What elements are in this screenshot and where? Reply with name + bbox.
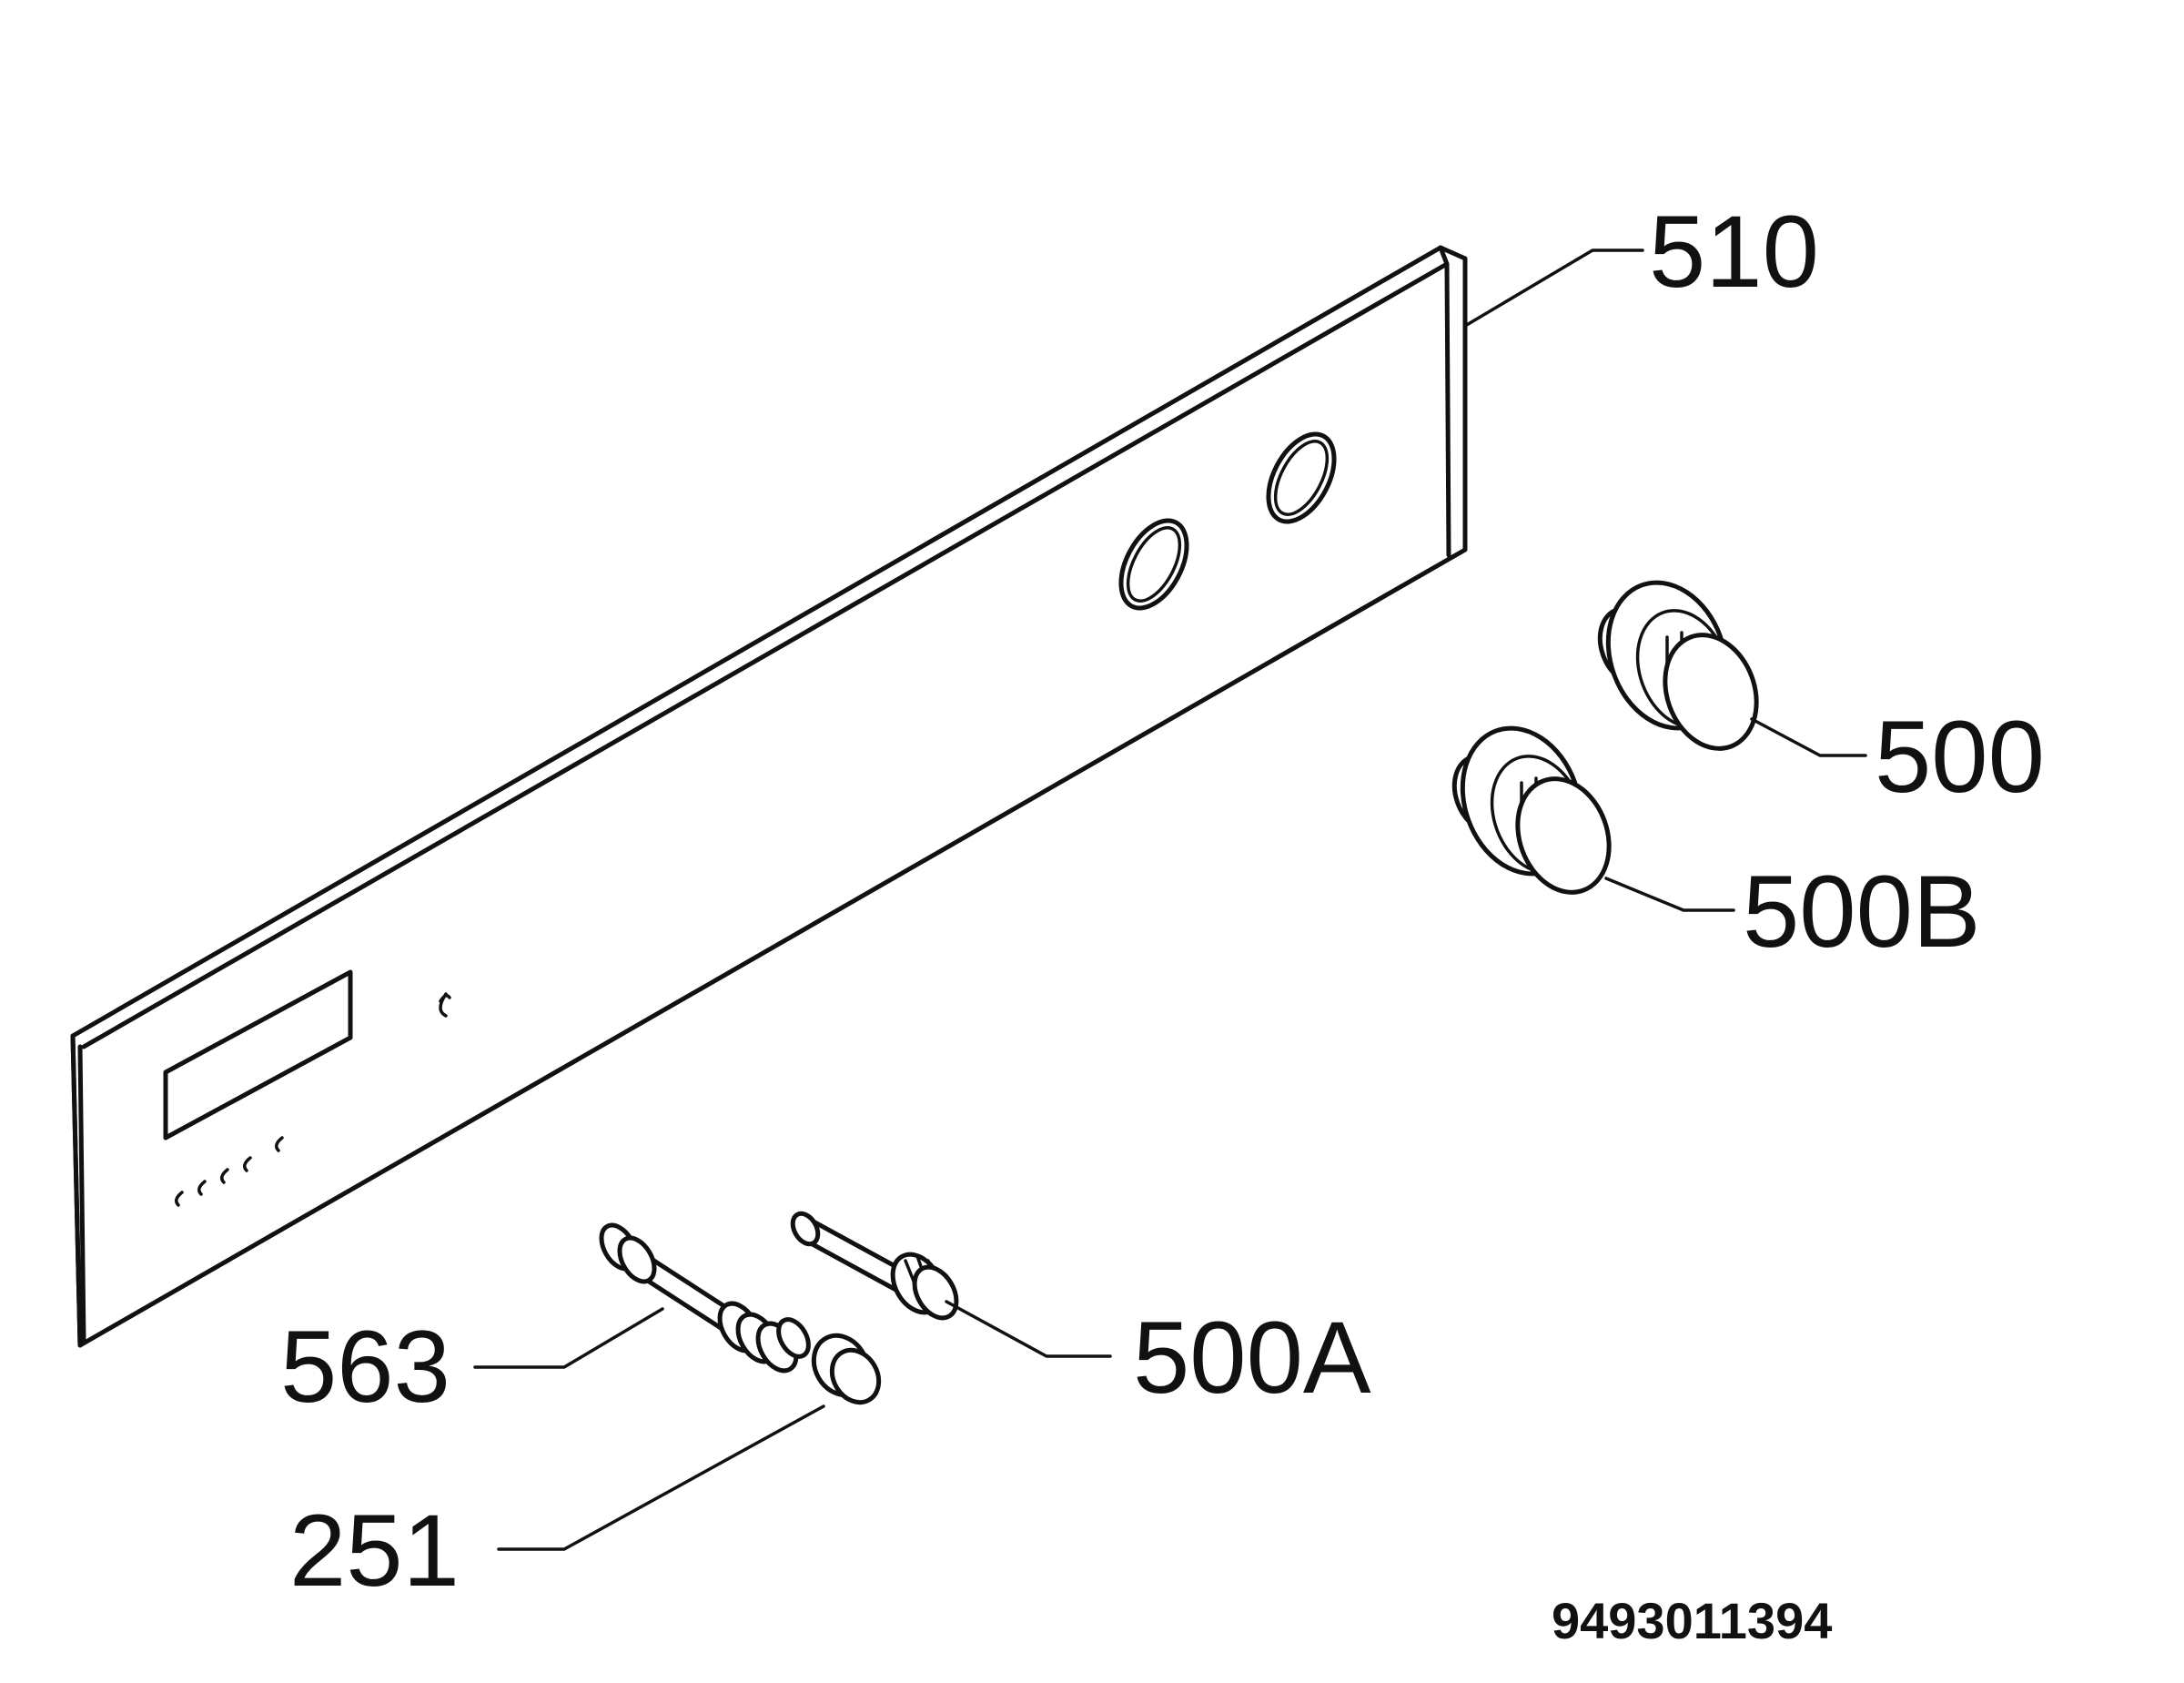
leader-500a xyxy=(945,1300,1112,1358)
knob-upper-part xyxy=(1597,580,1759,751)
leader-500 xyxy=(1750,717,1867,757)
callout-500a: 500A xyxy=(1133,1301,1371,1414)
leader-510 xyxy=(1463,248,1644,328)
callout-251: 251 xyxy=(289,1494,460,1607)
drawing-code: 9493011394 xyxy=(1552,1592,1832,1649)
shaft-part xyxy=(790,1211,959,1321)
callout-500b: 500B xyxy=(1743,855,1981,968)
knob-hole-left xyxy=(1118,518,1189,611)
leader-500b xyxy=(1604,877,1735,912)
leader-251 xyxy=(497,1404,825,1551)
control-panel-part xyxy=(70,245,1468,1348)
knob-hole-right xyxy=(1266,431,1337,524)
indicator-marks xyxy=(175,1136,284,1207)
callout-563: 563 xyxy=(280,1310,450,1424)
callout-500: 500 xyxy=(1875,700,2045,814)
display-window xyxy=(163,969,353,1141)
leader-lines xyxy=(473,248,1867,1551)
callout-510: 510 xyxy=(1649,195,1819,309)
knob-lower-part xyxy=(1451,725,1612,895)
leader-563 xyxy=(473,1307,664,1369)
spindle-part xyxy=(599,1222,811,1374)
cap-part xyxy=(811,1333,882,1405)
